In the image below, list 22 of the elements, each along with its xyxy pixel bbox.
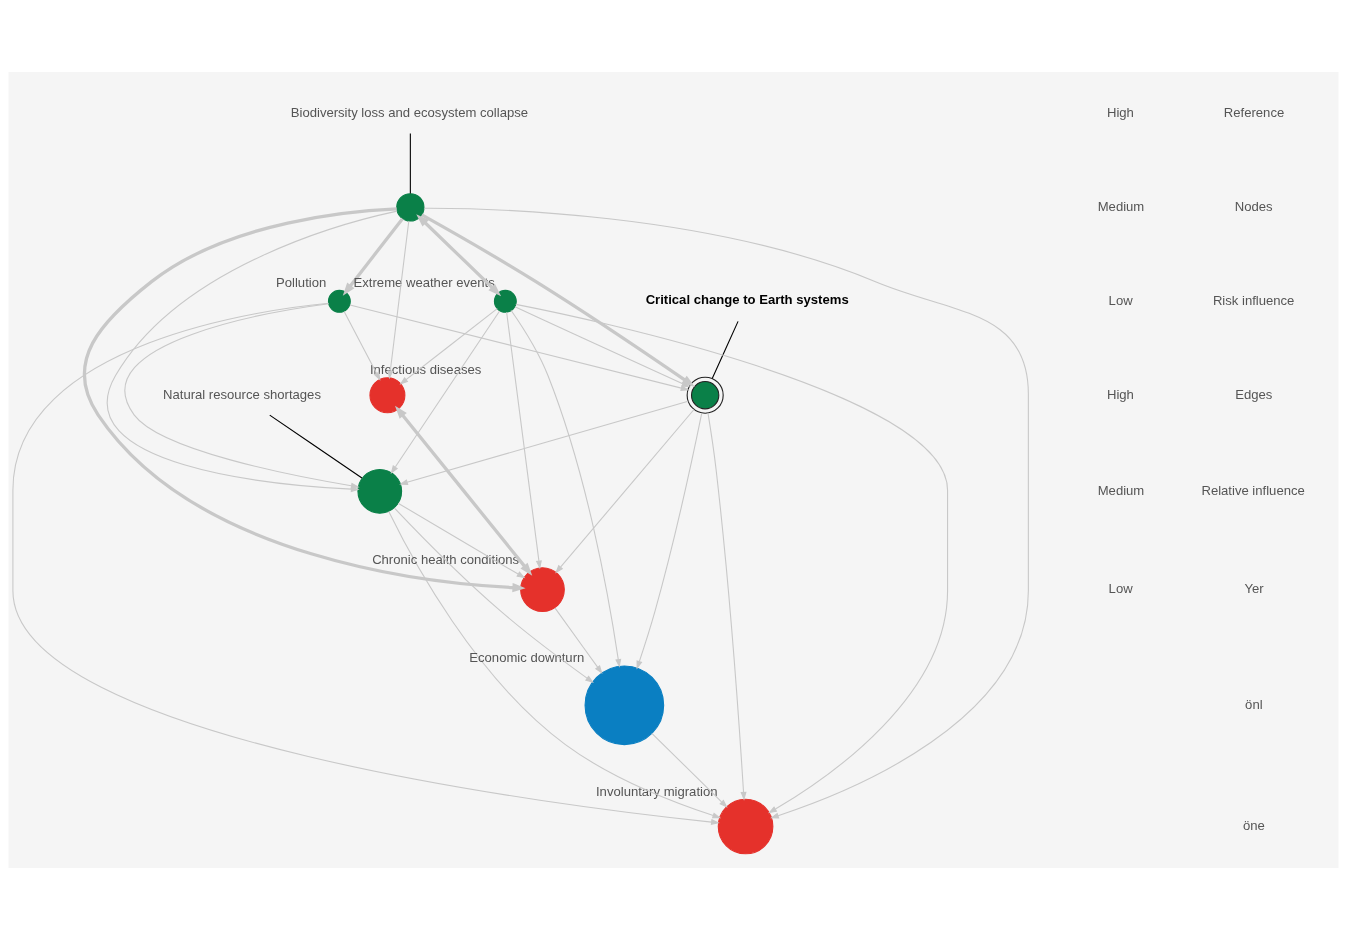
node-text: Natural resource shortages	[163, 386, 321, 402]
node-label: Infectious diseases	[369, 362, 482, 378]
label: önl	[1245, 696, 1263, 712]
label: Edges	[1235, 386, 1273, 402]
legend-label: High	[1106, 386, 1134, 402]
legend-label: Medium	[1097, 482, 1145, 498]
node-label: Chronic health conditions	[372, 552, 520, 568]
legend-label: Medium	[1097, 198, 1145, 214]
node-label: Economic downturn	[469, 650, 585, 666]
legend-label: High	[1106, 104, 1134, 120]
legend-label: Low	[1108, 292, 1133, 308]
node-label: Pollution	[276, 274, 327, 290]
label: Yer	[1244, 580, 1264, 596]
label: Reference	[1223, 104, 1285, 120]
label: Relative influence	[1201, 482, 1305, 498]
label: öne	[1242, 817, 1265, 833]
label: Nodes	[1234, 198, 1273, 214]
legend-label: Low	[1108, 580, 1133, 596]
label: Risk influence	[1212, 292, 1295, 308]
node-text: Critical change to Earth systems	[645, 291, 849, 307]
node-label: Involuntary migration	[595, 783, 718, 799]
node-text: Biodiversity loss and ecosystem collapse	[290, 104, 529, 120]
